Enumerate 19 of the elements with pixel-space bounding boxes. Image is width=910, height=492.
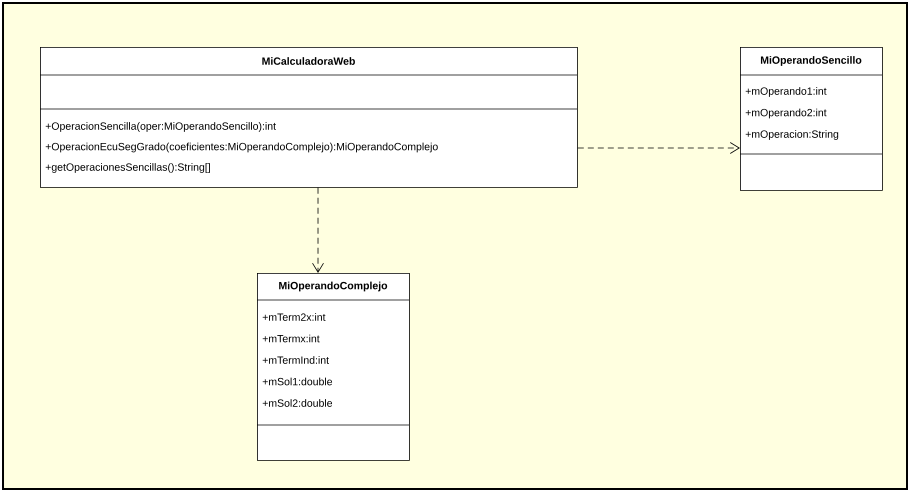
attribute-text: +mSol2:double: [262, 399, 332, 407]
attribute-text: +mSol1:double: [262, 378, 332, 386]
class-name: MiCalculadoraWeb: [262, 57, 355, 65]
class-name: MiOperandoComplejo: [279, 282, 388, 292]
attribute-text: +mTermx:int: [262, 334, 320, 342]
class-box: [40, 47, 578, 188]
class-box: [256, 273, 410, 461]
dependency-arrow: [577, 142, 740, 154]
attribute-text: +mOperando2:int: [746, 108, 827, 118]
method-text: +OperacionSencilla(oper:MiOperandoSencillo):int: [46, 122, 276, 132]
attribute-text: +mTermInd:int: [262, 356, 329, 364]
attribute-text: +mTerm2x:int: [262, 313, 326, 321]
method-text: +OperacionEcuSegGrado(coeficientes:MiOperandoComplejo):MiOperandoComplejo: [46, 142, 438, 152]
method-text: +getOperacionesSencillas():String[]: [46, 163, 210, 173]
attribute-text: +mOperacion:String: [746, 130, 838, 140]
attribute-text: +mOperando1:int: [746, 87, 827, 97]
class-box: [740, 47, 883, 191]
dependency-arrow: [312, 187, 324, 273]
class-name: MiOperandoSencillo: [760, 56, 862, 66]
